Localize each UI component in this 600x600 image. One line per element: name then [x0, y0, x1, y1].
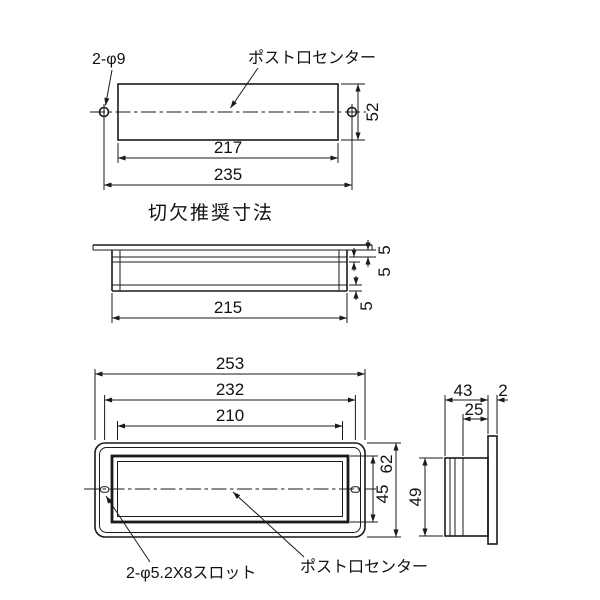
- dim-43: 43: [444, 381, 489, 456]
- dim-value: 217: [214, 138, 242, 157]
- dim-gap-mid-5: 5: [349, 248, 394, 277]
- dim-value: 232: [216, 380, 244, 399]
- dim-25: 25: [462, 400, 488, 456]
- leader-line: [104, 69, 113, 106]
- callout-post-center-front: ポスト口センター: [232, 491, 428, 576]
- holes-label: 2-φ9: [92, 51, 126, 68]
- dim-value: 5: [375, 245, 394, 254]
- dim-62: 62: [367, 442, 401, 538]
- dim-217: 217: [117, 138, 339, 163]
- dim-210: 210: [117, 406, 343, 440]
- view-cutout: 2-φ9 ポスト口センター 217 235 52 切欠推奨寸法: [90, 49, 382, 224]
- dim-value: 215: [214, 298, 242, 317]
- mount-slot-left: [99, 486, 110, 493]
- dim-45: 45: [350, 455, 392, 523]
- dim-49: 49: [406, 457, 443, 537]
- post-center-label: ポスト口センター: [248, 49, 376, 67]
- dim-value: 5: [357, 301, 376, 310]
- faceplate-step: [99, 447, 361, 533]
- view-side: 43 2 25 49: [406, 381, 508, 545]
- post-center-label: ポスト口センター: [300, 558, 428, 576]
- leader-line: [230, 67, 259, 109]
- faceplate-outline: [94, 442, 366, 538]
- dim-2: 2: [496, 381, 508, 434]
- dim-value: 45: [373, 485, 392, 504]
- dim-gap-top-5: 5: [349, 240, 394, 267]
- view-front: 253 232 210 62 45 2-φ5.2X8スロ: [84, 354, 428, 582]
- dim-value: 43: [454, 381, 473, 400]
- dim-215: 215: [111, 293, 348, 323]
- dim-232: 232: [104, 380, 356, 440]
- dim-value: 49: [406, 488, 425, 507]
- dim-value: 62: [377, 455, 396, 474]
- cutout-caption: 切欠推奨寸法: [148, 202, 274, 224]
- slots-label: 2-φ5.2X8スロット: [126, 565, 256, 582]
- leader-line: [232, 491, 305, 558]
- dim-value: 210: [216, 406, 244, 425]
- side-body: [444, 457, 489, 537]
- dim-gap-bottom-5: 5: [349, 276, 376, 311]
- callout-slots: 2-φ5.2X8スロット: [105, 495, 256, 582]
- view-section: 5 5 5 215: [92, 240, 394, 323]
- callout-post-center-top: ポスト口センター: [230, 49, 376, 109]
- callout-holes: 2-φ9: [92, 51, 126, 106]
- dim-value: 235: [214, 165, 242, 184]
- dim-value: 253: [216, 354, 244, 373]
- leader-line: [105, 495, 151, 563]
- dim-value: 2: [498, 381, 507, 400]
- side-faceplate: [487, 435, 498, 545]
- dim-value: 5: [375, 267, 394, 276]
- dim-value: 25: [465, 400, 484, 419]
- dim-52: 52: [341, 83, 382, 141]
- dim-253: 253: [94, 354, 366, 440]
- dim-235: 235: [103, 104, 353, 190]
- dim-value: 52: [363, 103, 382, 122]
- mount-slot-right: [350, 486, 361, 493]
